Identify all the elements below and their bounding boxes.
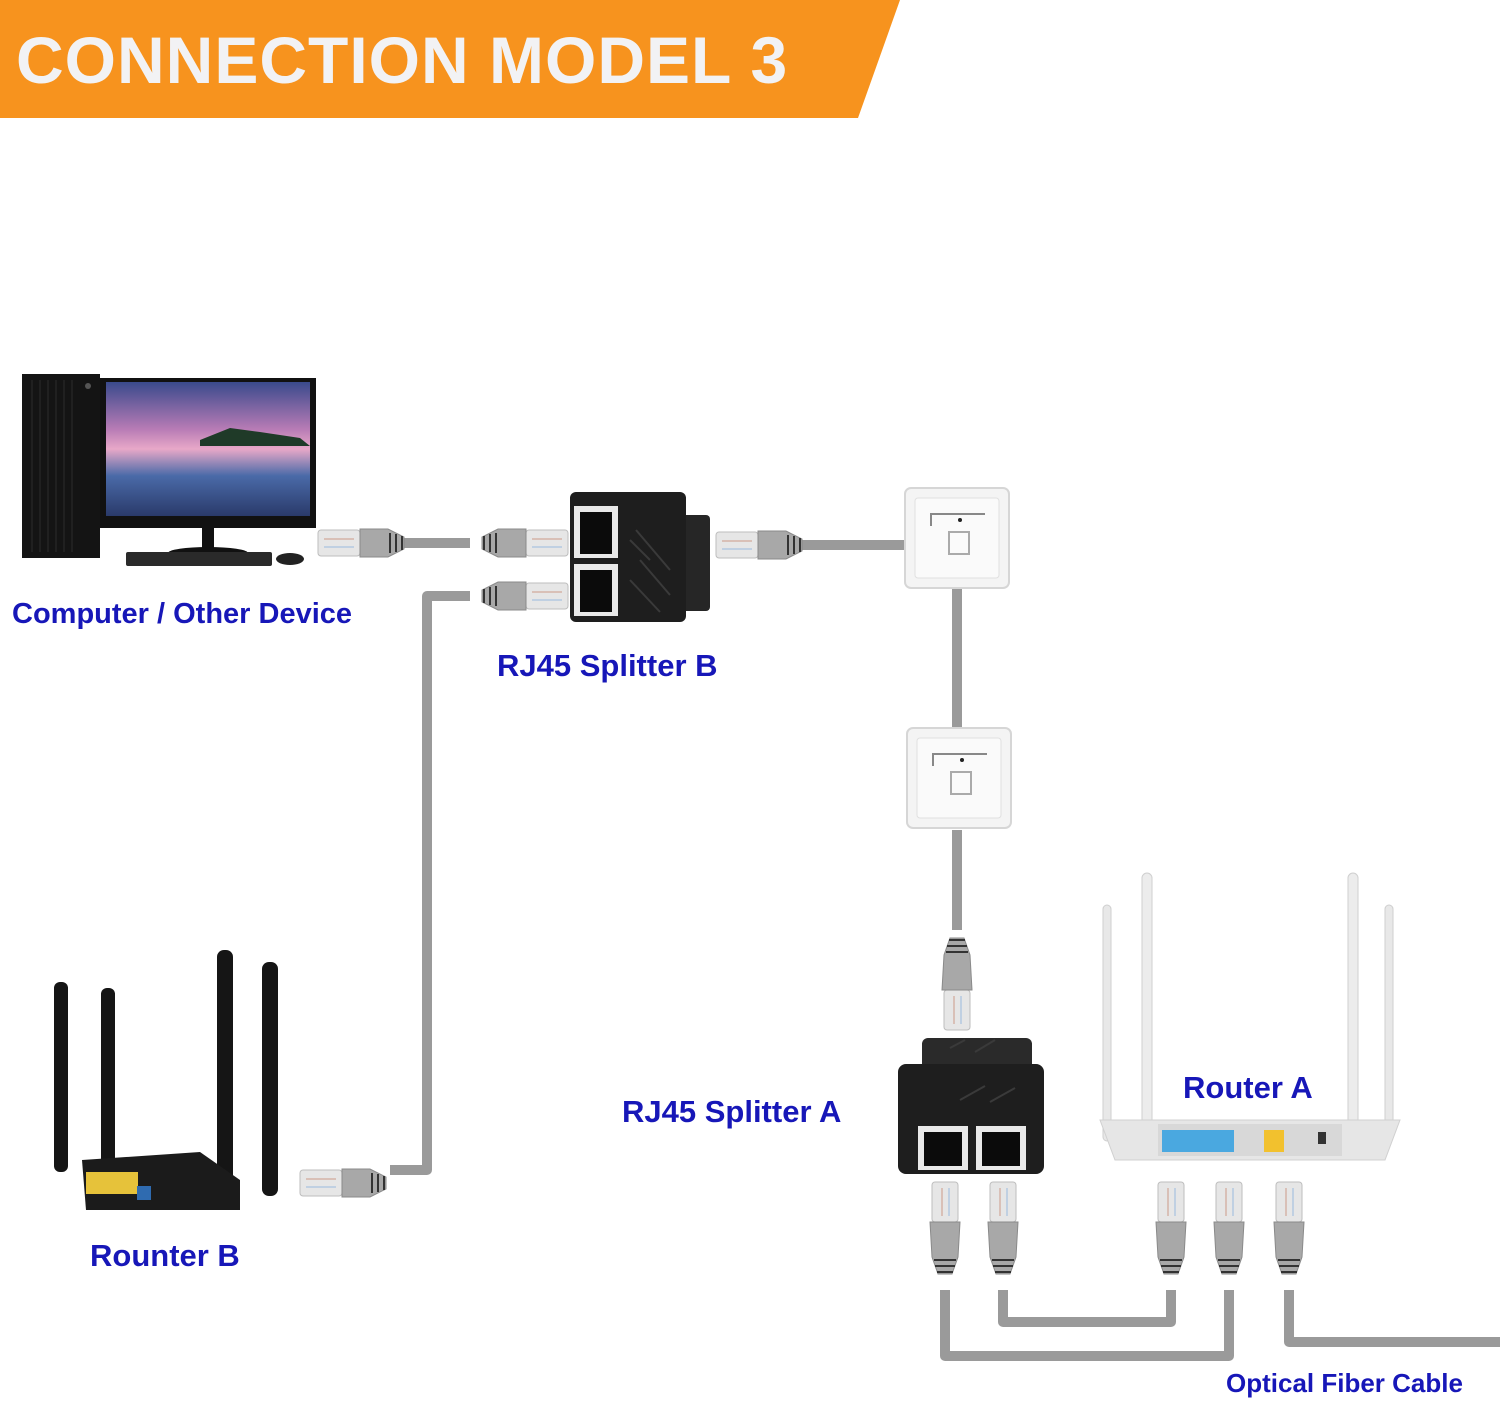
rj45-splitter-b-icon: [570, 492, 710, 622]
rj45-plug-icon: [317, 528, 405, 558]
rj45-plug-icon: [1273, 1181, 1305, 1275]
wall-socket-icon: [906, 727, 1012, 829]
label-splitter-a: RJ45 Splitter A: [622, 1094, 842, 1129]
rj45-plug-icon: [1155, 1181, 1187, 1275]
rj45-plug-icon: [481, 528, 569, 558]
label-optical-fiber: Optical Fiber Cable: [1226, 1368, 1463, 1398]
page-title: CONNECTION MODEL 3: [16, 23, 789, 97]
wall-socket-icon: [904, 487, 1010, 589]
rj45-plug-icon: [715, 530, 803, 560]
label-splitter-b: RJ45 Splitter B: [497, 648, 718, 683]
label-router-a: Router A: [1183, 1070, 1313, 1105]
rj45-plug-icon: [481, 581, 569, 611]
router-b-icon: [54, 950, 278, 1210]
desktop-computer-icon: [22, 374, 316, 566]
cable-loop-inner: [998, 1290, 1176, 1327]
rj45-splitter-a-icon: [898, 1038, 1044, 1174]
cable-router-b-splitter-b: [390, 591, 470, 1175]
rj45-plug-icon: [1213, 1181, 1245, 1275]
label-computer: Computer / Other Device: [12, 598, 353, 630]
cable-optical-fiber: [1284, 1290, 1500, 1347]
router-a-icon: [1099, 872, 1401, 1161]
rj45-plug-icon: [299, 1168, 387, 1198]
rj45-plug-icon: [941, 937, 973, 1031]
rj45-plug-icon: [987, 1181, 1019, 1275]
cable-lines: [390, 538, 1500, 1361]
cable-loop-outer: [940, 1290, 1234, 1361]
title-banner: [0, 0, 900, 118]
label-router-b: Rounter B: [90, 1238, 240, 1273]
rj45-plug-icon: [929, 1181, 961, 1275]
